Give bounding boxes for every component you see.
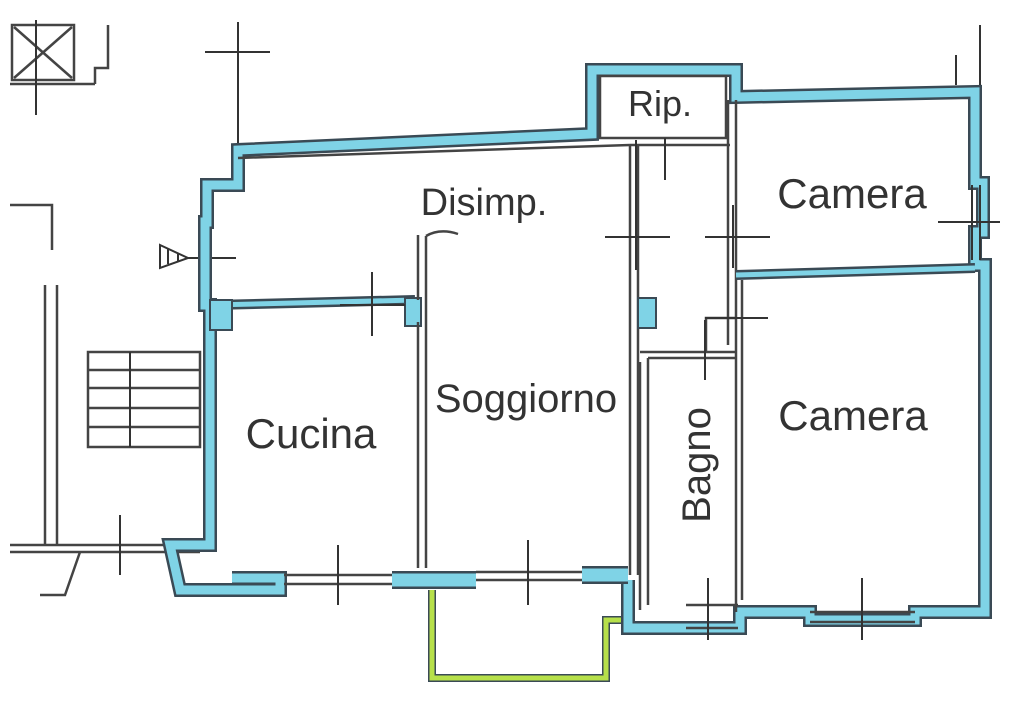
room-label-camera-bottom: Camera [778,392,928,439]
room-label-disimp: Disimp. [421,182,548,224]
dimension-ticks [337,25,1000,640]
interior-walls [209,74,976,612]
room-label-soggiorno: Soggiorno [435,377,617,421]
room-label-cucina: Cucina [246,410,377,457]
balcony [428,590,630,682]
room-label-bagno: Bagno [675,407,719,523]
room-label-camera-top: Camera [777,170,927,217]
room-labels: Rip. Disimp. Camera Cucina Soggiorno Bag… [246,83,929,523]
room-label-rip: Rip. [628,83,692,124]
outer-walls [161,63,992,635]
